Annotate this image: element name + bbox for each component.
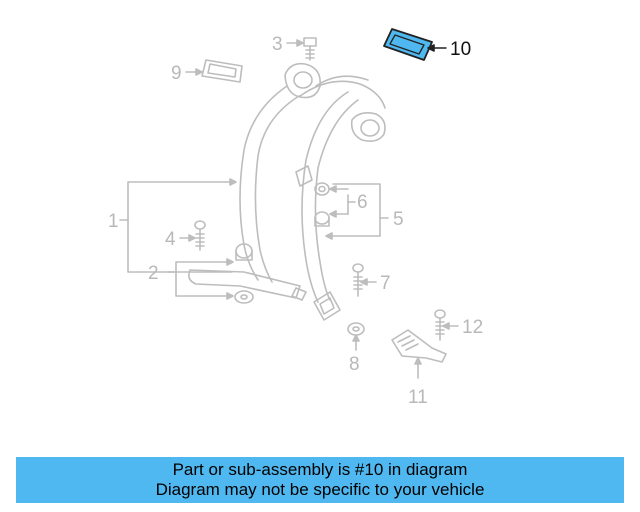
- part-2-anchor[interactable]: [167, 243, 307, 304]
- callout-9: 9: [171, 63, 182, 84]
- callout-1: 1: [108, 211, 119, 232]
- info-banner: Part or sub-assembly is #10 in diagram D…: [16, 457, 624, 503]
- part-3-bolt[interactable]: [286, 37, 317, 61]
- callout-4: 4: [165, 229, 176, 250]
- part-5-leader: [325, 183, 389, 240]
- parts-diagram: 1 2 3 4 5 6 7 8 9 10 11 12: [108, 28, 483, 408]
- part-10-highlighted[interactable]: [383, 28, 447, 61]
- part-12-bolt[interactable]: [434, 309, 459, 341]
- banner-line-2: Diagram may not be specific to your vehi…: [155, 480, 485, 499]
- part-8-washer[interactable]: [347, 322, 365, 351]
- banner-line-1: Part or sub-assembly is #10 in diagram: [172, 460, 468, 479]
- part-7-bolt[interactable]: [352, 263, 377, 297]
- callout-7: 7: [380, 273, 391, 294]
- callout-6: 6: [357, 192, 368, 213]
- callout-10: 10: [450, 39, 471, 60]
- callout-5: 5: [393, 209, 404, 230]
- upper-anchor: [284, 62, 322, 99]
- callout-11: 11: [408, 387, 428, 408]
- callout-8: 8: [349, 354, 360, 375]
- callout-12: 12: [462, 317, 483, 338]
- part-1-leader: [119, 178, 237, 273]
- callout-3: 3: [272, 34, 283, 55]
- part-9[interactable]: [185, 59, 243, 83]
- part-4-bolt[interactable]: [179, 220, 206, 251]
- belt-webbing: [239, 75, 386, 303]
- retractor: [350, 112, 386, 142]
- callout-2: 2: [148, 263, 159, 284]
- part-11-bracket[interactable]: [391, 329, 447, 379]
- part-6[interactable]: [314, 182, 356, 227]
